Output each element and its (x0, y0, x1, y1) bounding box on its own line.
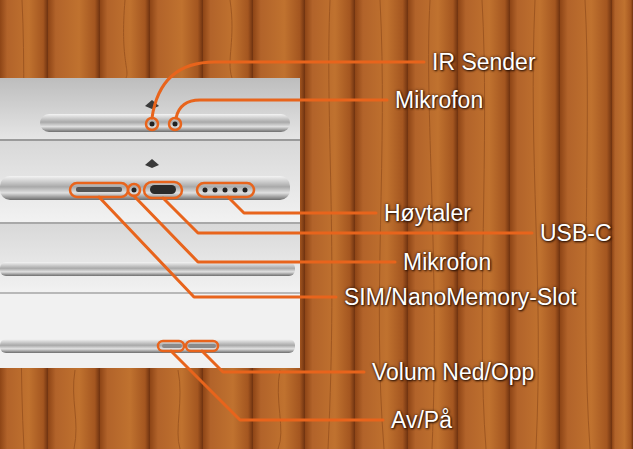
leader-line (99, 197, 336, 297)
grain (178, 370, 180, 449)
callout-ring (128, 184, 140, 196)
photo-strip (0, 293, 300, 368)
sim-tray (76, 187, 122, 192)
part-label: IR Sender (432, 51, 536, 74)
plank (612, 0, 633, 449)
leader-line (171, 351, 383, 420)
leader-line (228, 197, 376, 213)
grain (278, 370, 281, 449)
phone-edge (0, 262, 295, 276)
mic-hole (132, 188, 137, 193)
ir-hole (150, 122, 155, 127)
part-label: Av/På (391, 409, 452, 432)
usb-port (150, 185, 176, 194)
leader-line (176, 100, 387, 118)
speaker-hole (203, 188, 208, 193)
brand-logo (145, 159, 159, 168)
phone-photo (0, 78, 300, 368)
phone-edge (0, 176, 290, 200)
plank (305, 0, 355, 449)
callout-ring (144, 182, 182, 198)
phone-edge (0, 339, 295, 353)
volume-button (188, 344, 216, 348)
speaker-hole (223, 188, 228, 193)
strip-edge (0, 222, 300, 224)
grain (74, 370, 76, 449)
phone-edge (40, 114, 290, 132)
strip-edge (0, 292, 300, 294)
speaker-hole (233, 188, 238, 193)
callout-ring (197, 183, 254, 197)
part-label: USB-C (540, 222, 612, 245)
part-label: Volum Ned/Opp (372, 361, 534, 384)
leader-line (134, 196, 395, 262)
power-button (162, 344, 182, 348)
callout-ring (169, 118, 181, 130)
callout-ring (146, 118, 158, 130)
photo-strip (0, 78, 300, 140)
part-label: Mikrofon (403, 251, 491, 274)
mic-hole (173, 122, 178, 127)
leader-line (163, 198, 532, 233)
part-label: Høytaler (384, 202, 471, 225)
grain (328, 0, 332, 449)
callout-ring (70, 183, 128, 197)
leader-line (152, 62, 424, 118)
part-label: SIM/NanoMemory-Slot (344, 286, 577, 309)
part-label: Mikrofon (395, 89, 483, 112)
grain (230, 0, 232, 78)
speaker-hole (213, 188, 218, 193)
grain (124, 0, 127, 78)
speaker-hole (243, 188, 248, 193)
strip-edge (0, 139, 300, 141)
leader-line (202, 351, 364, 372)
